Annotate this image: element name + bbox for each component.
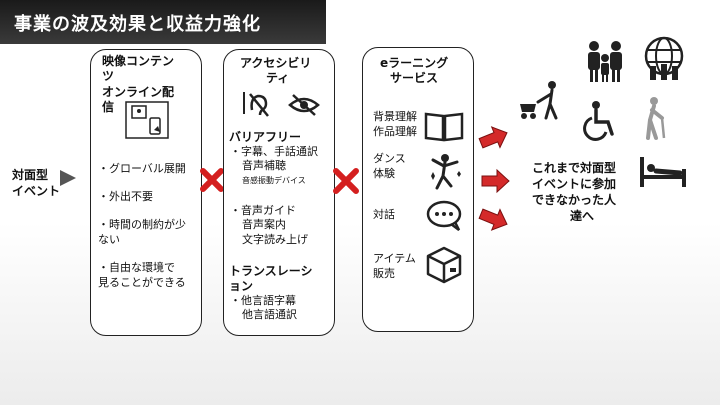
result-line-2: イベントに参加 [532,177,617,191]
item-label-sales: 販売 [373,267,395,280]
arrow-right-icon [478,208,508,231]
wheelchair-icon [583,101,614,141]
item-label-items: アイテム [373,252,416,265]
col1-heading-1: 映像コンテン [102,54,175,68]
play-triangle-icon [60,170,76,186]
hearing-impaired-icon [243,92,269,117]
family-icon [588,41,622,82]
col1-bullet-1: ・グローバル展開 [98,162,186,175]
col1-heading-2: ツ [102,69,115,83]
col1-heading-3: オンライン配 [102,85,175,99]
stroller-person-icon [520,81,558,120]
translation-item-2: 他言語通訳 [242,308,297,321]
result-line-3: できなかった人 [532,193,617,207]
box-icon [426,246,462,284]
online-streaming-icon [125,101,169,139]
chat-icon [426,200,462,231]
col2-heading-1: アクセシビリ [240,56,312,70]
col1-bullet-4b: 見ることができる [98,276,186,289]
barrier-item-2: 音声補聴 [242,159,286,172]
left-label-line1: 対面型 [12,168,49,182]
cross-mark-icon [200,168,224,192]
dance-icon [431,154,461,190]
item-label-dialogue: 対話 [373,208,395,221]
hospital-bed-icon [640,157,686,187]
left-label-line2: イベント [12,184,61,198]
col1-heading-4: 信 [102,100,115,114]
result-line-4: 達へ [570,209,595,223]
item-label-dance: ダンス [373,152,406,165]
translation-item-1: ・他言語字幕 [230,294,296,307]
elderly-cane-icon [646,97,666,140]
guide-item-3: 文字読み上げ [242,233,308,246]
item-label-work: 作品理解 [373,125,417,138]
book-icon [424,112,464,142]
guide-item-1: ・音声ガイド [230,204,296,217]
col3-heading-1: eラーニング [380,56,449,70]
item-label-background: 背景理解 [373,110,417,123]
guide-item-2: 音声案内 [242,218,286,231]
video-content-box [90,49,202,336]
col3-heading-2: サービス [390,71,439,85]
barrier-item-small: 音感振動デバイス [242,176,306,185]
translation-title-1: トランスレーシ [229,264,313,278]
visually-impaired-icon [288,94,320,116]
translation-title-2: ョン [229,279,254,293]
arrow-right-icon [481,168,510,194]
arrow-right-icon [478,126,508,149]
col2-heading-2: ティ [266,71,290,85]
col1-bullet-3b: ない [98,233,120,246]
col1-bullet-4a: ・自由な環境で [98,261,175,274]
barrier-item-1: ・字幕、手話通訳 [230,145,318,158]
col1-bullet-2: ・外出不要 [98,190,153,203]
barrier-free-title: バリアフリー [229,130,302,144]
item-label-experience: 体験 [373,167,395,180]
elearning-box [362,47,474,332]
cross-mark-icon [333,168,359,194]
page-title: 事業の波及効果と収益力強化 [14,14,261,35]
result-line-1: これまで対面型 [532,161,617,175]
globe-people-icon [644,36,684,80]
col1-bullet-3a: ・時間の制約が少 [98,218,186,231]
accessibility-box [223,49,335,336]
title-bar: 事業の波及効果と収益力強化 [0,0,326,44]
